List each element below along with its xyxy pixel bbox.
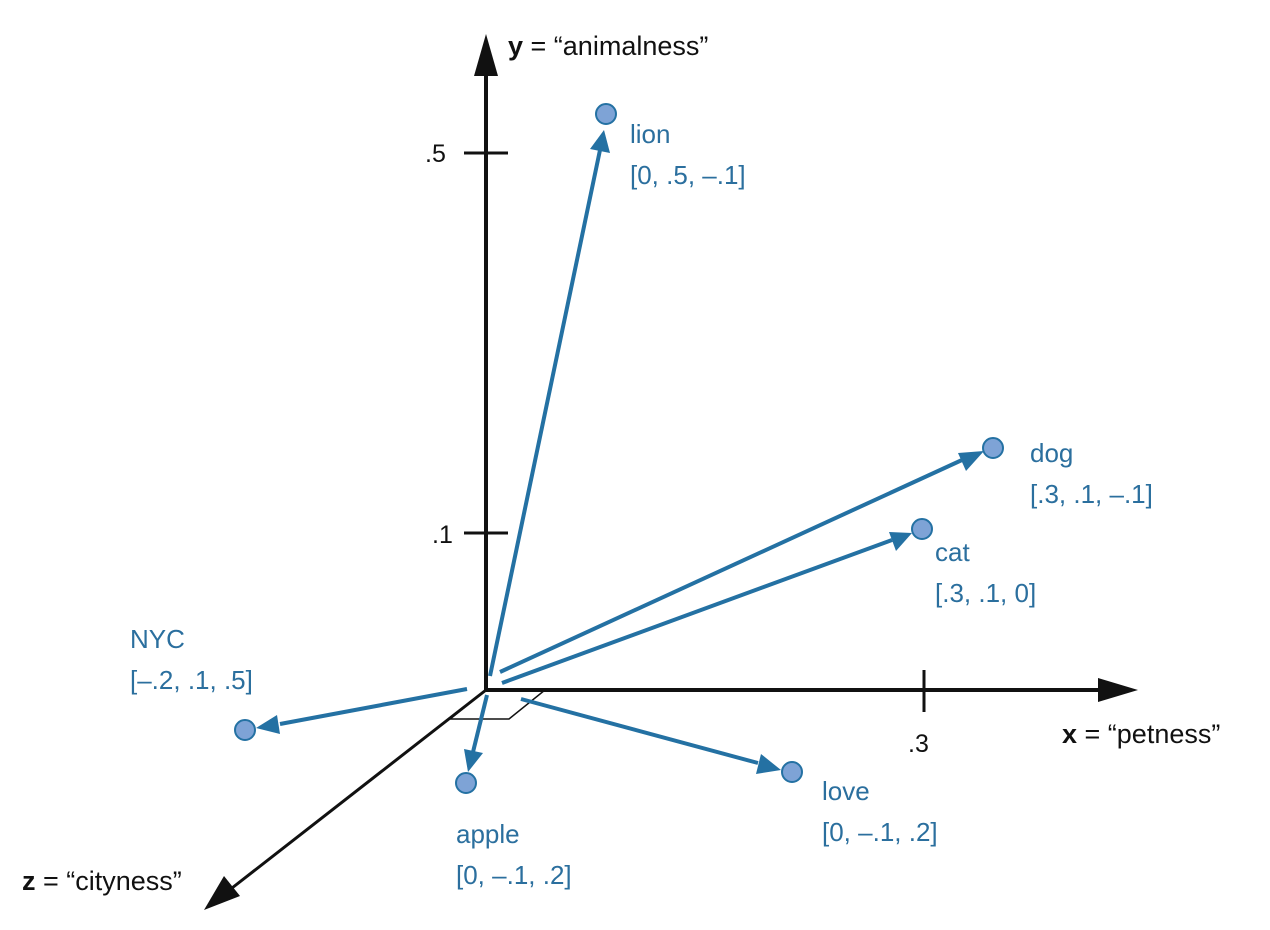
vector-lion-arrowhead xyxy=(590,130,610,153)
vector-nyc-point xyxy=(234,719,256,741)
vector-dog-label: dog xyxy=(1030,438,1073,468)
vector-dog-point xyxy=(982,437,1004,459)
vector-cat-line xyxy=(501,538,893,685)
x-tick-label: .3 xyxy=(908,730,929,758)
x-axis-label: x = “petness” xyxy=(1062,719,1220,749)
vector-cat: cat [.3, .1, 0] xyxy=(501,518,1036,685)
y-axis-arrowhead xyxy=(474,34,498,76)
y-axis-label: y = “animalness” xyxy=(508,31,708,61)
vector-love-arrowhead xyxy=(756,754,781,774)
vector-apple-line xyxy=(471,694,489,753)
vector-cat-coords: [.3, .1, 0] xyxy=(935,578,1036,608)
vector-lion-label: lion xyxy=(630,119,670,149)
vector-nyc-line xyxy=(279,687,468,726)
vector-nyc-arrowhead xyxy=(256,715,280,734)
z-axis-letter: z xyxy=(22,866,36,896)
vector-love-coords: [0, –.1, .2] xyxy=(822,817,938,847)
vector-love-line xyxy=(520,697,759,765)
vector-lion-line xyxy=(488,149,602,677)
x-axis-name: = “petness” xyxy=(1077,719,1220,749)
vector-lion: lion [0, .5, –.1] xyxy=(488,103,746,677)
base-plane xyxy=(447,689,548,720)
vector-nyc-coords: [–.2, .1, .5] xyxy=(130,665,253,695)
y-axis-name: = “animalness” xyxy=(523,31,708,61)
x-axis-arrowhead xyxy=(1098,678,1138,702)
axes xyxy=(204,34,1138,910)
vector-lion-coords: [0, .5, –.1] xyxy=(630,160,746,190)
z-axis-label: z = “cityness” xyxy=(22,866,182,896)
vector-nyc: NYC [–.2, .1, .5] xyxy=(130,624,468,741)
vectors: lion [0, .5, –.1] dog [.3, .1, –.1] cat … xyxy=(130,103,1153,890)
z-axis-arrowhead xyxy=(204,876,240,910)
vector-apple-point xyxy=(455,772,477,794)
vector-cat-label: cat xyxy=(935,537,970,567)
vector-love-label: love xyxy=(822,776,870,806)
vector-dog-line xyxy=(499,458,963,674)
vector-nyc-label: NYC xyxy=(130,624,185,654)
y-tick-label-high: .5 xyxy=(425,140,446,168)
y-tick-label-low: .1 xyxy=(432,521,453,549)
vector-dog-coords: [.3, .1, –.1] xyxy=(1030,479,1153,509)
vector-apple-arrowhead xyxy=(464,749,483,772)
vector-dog-arrowhead xyxy=(958,451,984,471)
vector-love-point xyxy=(781,761,803,783)
x-axis-letter: x xyxy=(1062,719,1077,749)
vector-love: love [0, –.1, .2] xyxy=(520,697,938,847)
vector-cat-arrowhead xyxy=(889,532,912,551)
z-axis-line xyxy=(231,688,487,890)
vector-lion-point xyxy=(595,103,617,125)
z-axis-name: = “cityness” xyxy=(36,866,182,896)
vector-cat-point xyxy=(911,518,933,540)
y-axis-letter: y xyxy=(508,31,523,61)
vector-apple: apple [0, –.1, .2] xyxy=(455,694,572,890)
vector-dog: dog [.3, .1, –.1] xyxy=(499,437,1153,674)
vector-apple-coords: [0, –.1, .2] xyxy=(456,860,572,890)
vector-apple-label: apple xyxy=(456,819,520,849)
